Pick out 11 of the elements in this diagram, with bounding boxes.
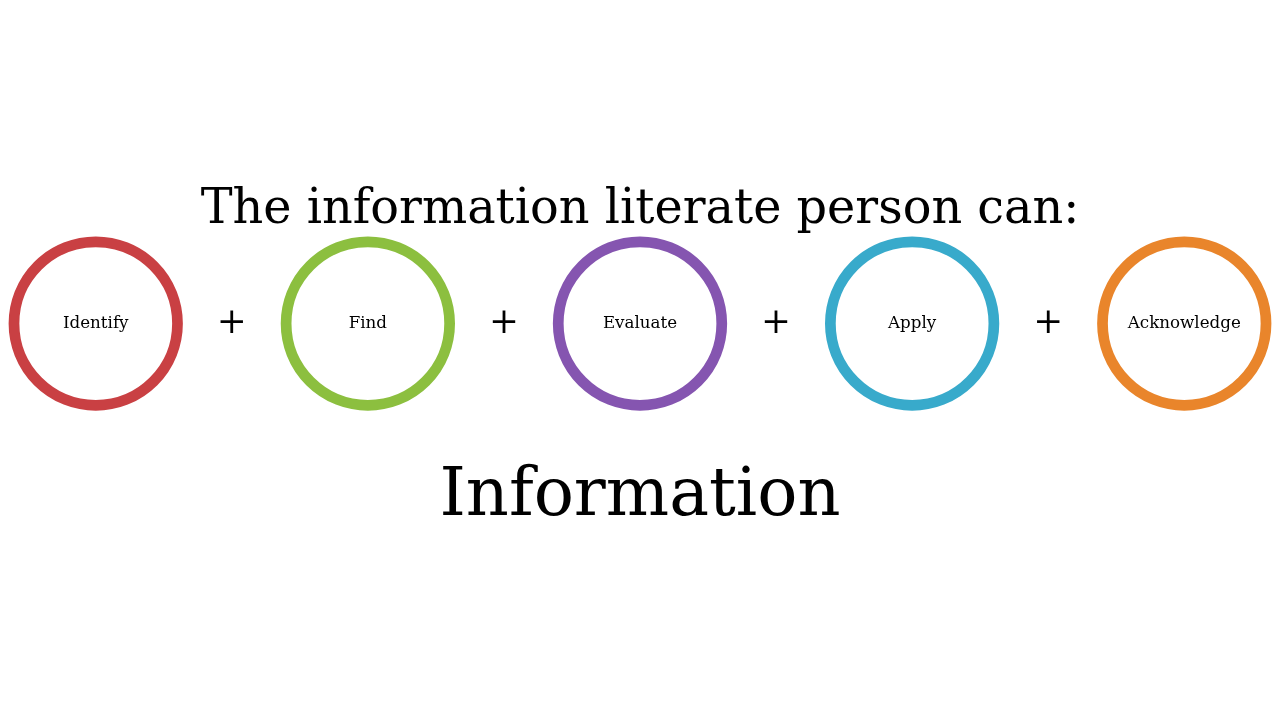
node-circle: Acknowledge (1097, 236, 1272, 411)
node-circle: Apply (825, 236, 1000, 411)
caption: Information (439, 452, 841, 531)
node-circle: Identify (8, 236, 183, 411)
diagram-title: The information literate person can: (200, 178, 1080, 234)
label: + (1033, 299, 1064, 341)
label: + (216, 299, 247, 341)
node-circle: Find (280, 236, 455, 411)
node-circle: Evaluate (552, 236, 728, 411)
label: + (488, 299, 519, 341)
label: + (761, 299, 792, 341)
